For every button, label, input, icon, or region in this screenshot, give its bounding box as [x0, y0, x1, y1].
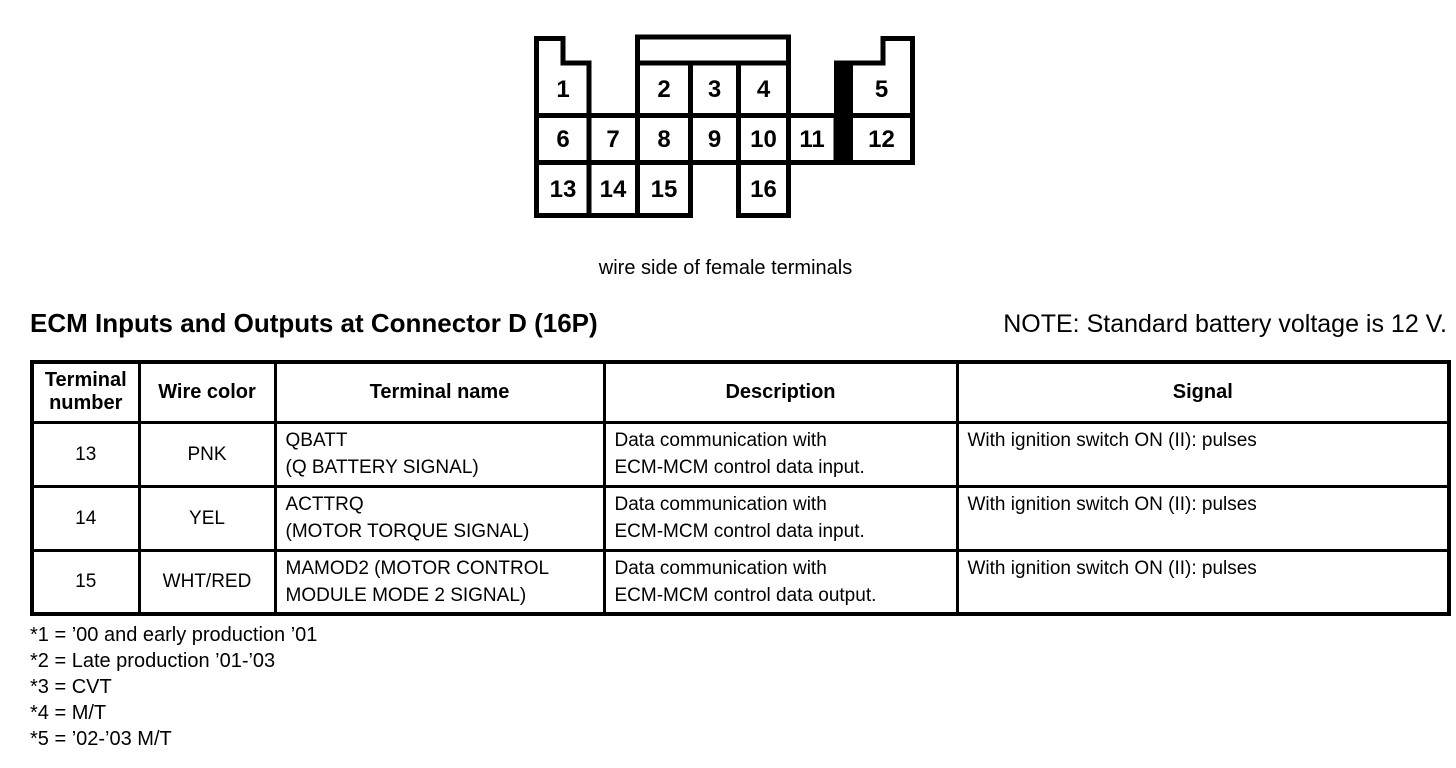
battery-voltage-note: NOTE: Standard battery voltage is 12 V.	[1003, 310, 1447, 338]
col-header-terminal-name: Terminal name	[273, 360, 606, 424]
footnote-4: *4 = M/T	[30, 702, 107, 724]
terminal-number-2: 2	[657, 76, 670, 103]
footnote-2: *2 = Late production ’01-’03	[30, 650, 276, 672]
footnote-3: *3 = CVT	[30, 676, 112, 698]
connector-view-caption: wire side of female terminals	[598, 257, 853, 279]
pinout-row-terminal-15: 15 WHT/RED MAMOD2 (MOTOR CONTROL MODULE …	[30, 548, 1451, 616]
terminal-number-1: 1	[556, 76, 569, 103]
footnote-1: *1 = ’00 and early production ’01	[30, 624, 318, 646]
section-title: ECM Inputs and Outputs at Connector D (1…	[30, 308, 598, 338]
terminal-number-12: 12	[868, 126, 895, 153]
terminal-number-7: 7	[606, 126, 619, 153]
col-header-signal: Signal	[955, 360, 1451, 424]
terminal-cavity-11-outline	[786, 113, 839, 165]
pinout-header-row: Terminal number Wire color Terminal name…	[30, 360, 1451, 424]
connector-pinout-diagram: 1 2 3 4 5 6 7 8 9 10 11 12 13 14 15 16	[534, 34, 915, 218]
pinout-row-terminal-13: 13 PNK QBATT (Q BATTERY SIGNAL) Data com…	[30, 420, 1451, 488]
terminal-number-6: 6	[556, 126, 569, 153]
terminal-number-16: 16	[750, 176, 777, 203]
terminal-number-8: 8	[657, 126, 670, 153]
terminal-number-3: 3	[708, 76, 721, 103]
cell-description: Data communication with ECM-MCM control …	[602, 420, 959, 488]
col-header-terminal-number: Terminal number	[30, 360, 141, 424]
terminal-cavity-4-outline	[736, 60, 791, 118]
terminal-cavity-9-outline	[688, 113, 741, 165]
cell-wire-color: PNK	[137, 420, 277, 488]
cell-signal: With ignition switch ON (II): pulses	[955, 548, 1451, 616]
terminal-cavity-13-outline	[534, 160, 592, 218]
cell-signal: With ignition switch ON (II): pulses	[955, 420, 1451, 488]
cell-terminal-number: 13	[30, 420, 141, 488]
terminal-number-13: 13	[550, 176, 577, 203]
cell-terminal-name: QBATT (Q BATTERY SIGNAL)	[273, 420, 606, 488]
terminal-number-9: 9	[708, 126, 721, 153]
footnotes: *1 = ’00 and early production ’01 *2 = L…	[30, 622, 317, 752]
terminal-number-5: 5	[875, 76, 888, 103]
footnote-5: *5 = ’02-’03 M/T	[30, 728, 172, 750]
cell-terminal-number: 14	[30, 484, 141, 552]
cell-terminal-name: MAMOD2 (MOTOR CONTROL MODULE MODE 2 SIGN…	[273, 548, 606, 616]
cell-description: Data communication with ECM-MCM control …	[602, 548, 959, 616]
terminal-cavity-12-outline	[848, 113, 915, 165]
terminal-cavity-7-outline	[586, 113, 640, 165]
col-header-wire-color: Wire color	[137, 360, 277, 424]
cell-signal: With ignition switch ON (II): pulses	[955, 484, 1451, 552]
pinout-table: Terminal number Wire color Terminal name…	[30, 360, 1451, 616]
terminal-number-10: 10	[750, 126, 777, 153]
terminal-cavity-15-outline	[635, 160, 693, 218]
terminal-cavity-16-outline	[736, 160, 791, 218]
cell-wire-color: YEL	[137, 484, 277, 552]
cell-terminal-name: ACTTRQ (MOTOR TORQUE SIGNAL)	[273, 484, 606, 552]
terminal-number-4: 4	[757, 76, 771, 103]
cell-wire-color: WHT/RED	[137, 548, 277, 616]
col-header-description: Description	[602, 360, 959, 424]
pinout-row-terminal-14: 14 YEL ACTTRQ (MOTOR TORQUE SIGNAL) Data…	[30, 484, 1451, 552]
terminal-number-11: 11	[799, 126, 824, 153]
terminal-number-15: 15	[651, 176, 678, 203]
cell-description: Data communication with ECM-MCM control …	[602, 484, 959, 552]
connector-key-bar	[635, 34, 791, 66]
cell-terminal-number: 15	[30, 548, 141, 616]
terminal-number-14: 14	[600, 176, 627, 203]
